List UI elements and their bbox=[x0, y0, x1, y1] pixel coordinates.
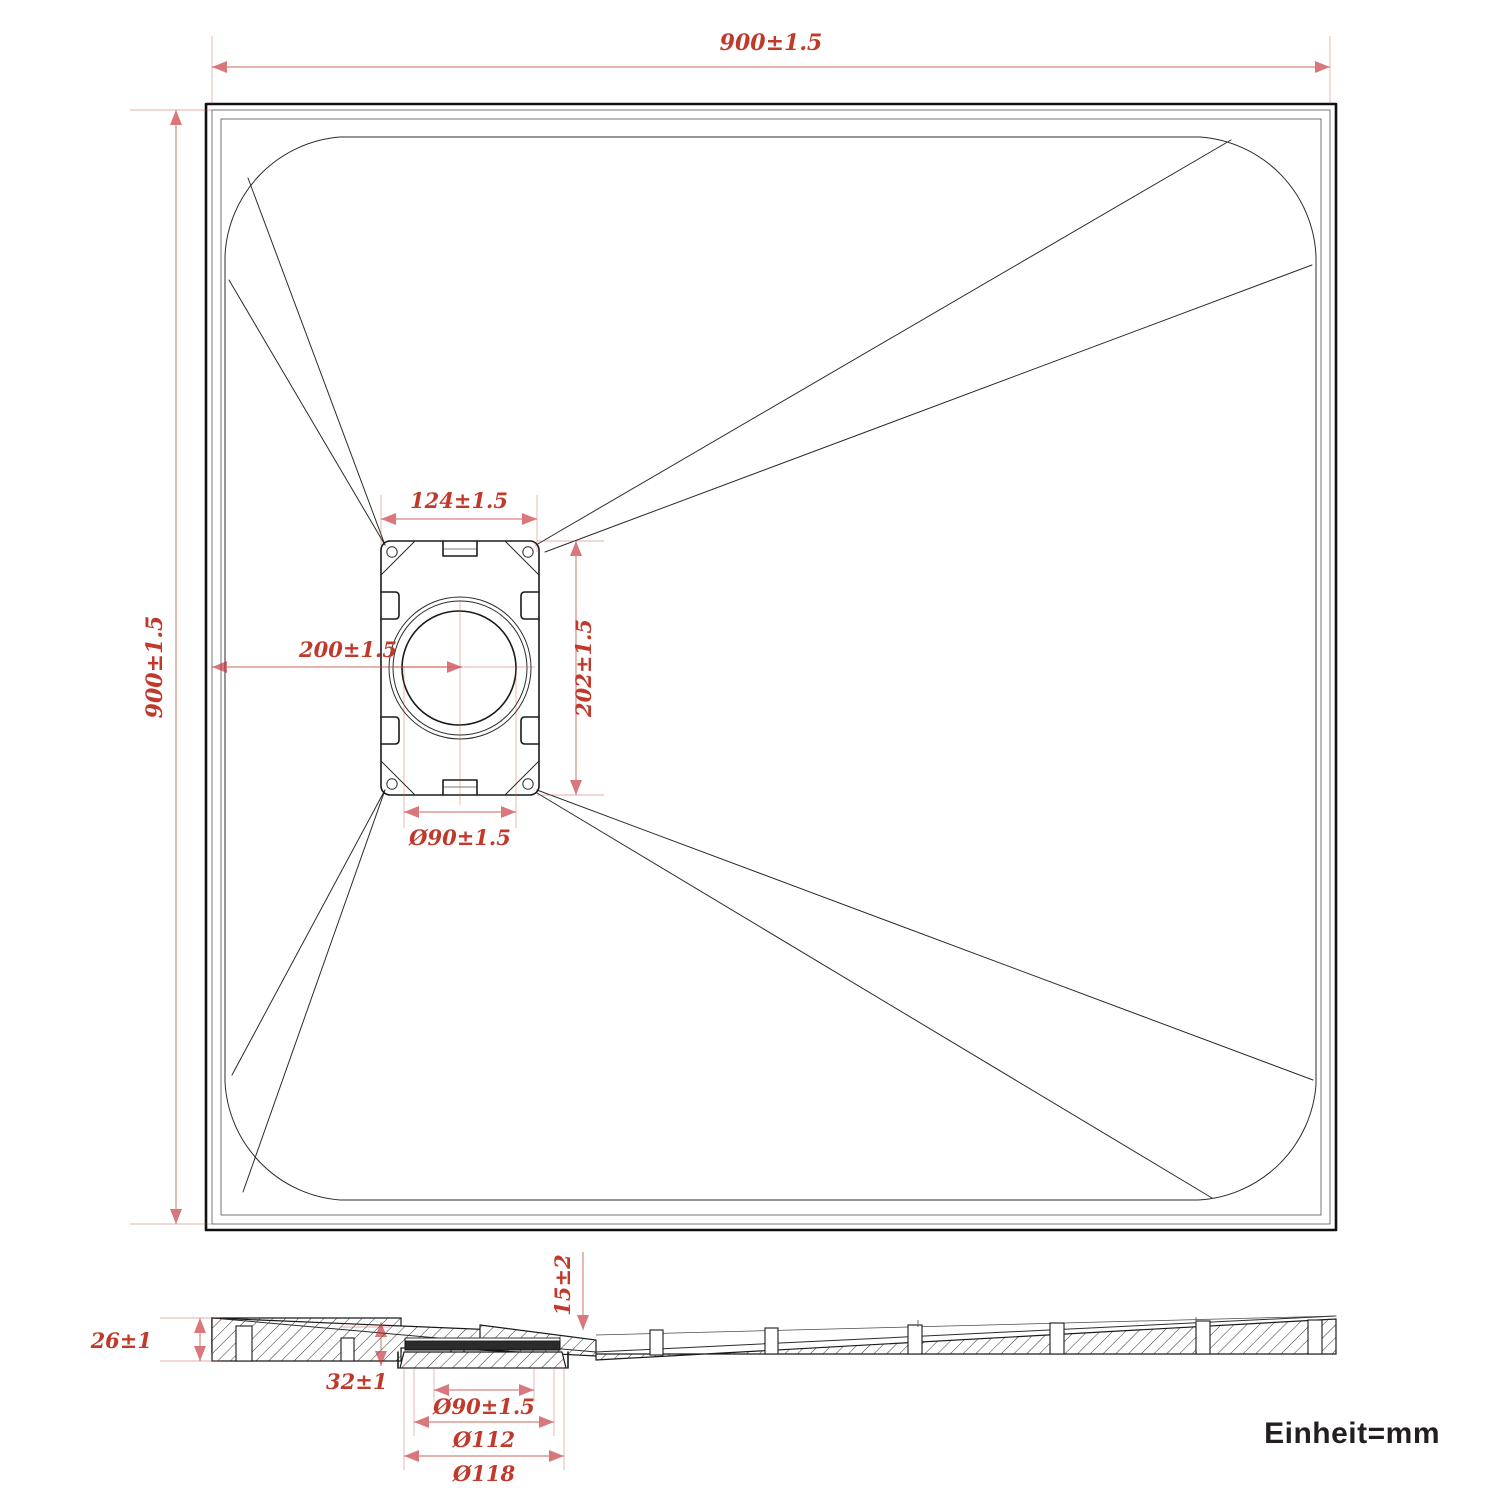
dim-label-drain-frame-height: 202±1.5 bbox=[571, 619, 596, 718]
dim-label-width-top: 900±1.5 bbox=[720, 30, 823, 56]
dim-bore-diameter-section: Ø90±1.5 bbox=[432, 1368, 535, 1419]
dim-label-flange-diameter: Ø118 bbox=[452, 1461, 516, 1486]
drain-frame-screw-holes bbox=[386, 546, 534, 790]
dim-drain-recess-depth: 15±2 bbox=[550, 1252, 589, 1330]
dim-edge-thickness: 26±1 bbox=[90, 1317, 220, 1362]
dim-drain-offset-left: 200±1.5 bbox=[212, 637, 462, 673]
section-drain-flange bbox=[399, 1351, 567, 1369]
section-drain-assembly bbox=[397, 1337, 569, 1369]
dim-label-drain-bore-plan: Ø90±1.5 bbox=[408, 825, 511, 850]
tray-basin-outline bbox=[224, 136, 1317, 1201]
section-rib-ticks bbox=[917, 1317, 1197, 1327]
dim-drain-bore-plan: Ø90±1.5 bbox=[403, 667, 517, 850]
drain-frame-center-tabs bbox=[442, 540, 478, 796]
dim-label-bore-diameter-section: Ø90±1.5 bbox=[432, 1394, 535, 1419]
dim-seal-diameter: Ø112 bbox=[413, 1368, 555, 1452]
section-slope-line-right bbox=[595, 1315, 1337, 1353]
unit-label: Einheit=mm bbox=[1264, 1417, 1440, 1450]
dim-label-seal-diameter: Ø112 bbox=[452, 1427, 515, 1452]
dim-width-top: 900±1.5 bbox=[211, 30, 1331, 104]
section-ribs-right bbox=[649, 1319, 1323, 1356]
drain-centre-marks bbox=[395, 600, 535, 805]
dim-flange-diameter: Ø118 bbox=[403, 1368, 565, 1486]
drain-frame-corner-chamfers bbox=[380, 540, 540, 796]
dim-label-drain-frame-width: 124±1.5 bbox=[410, 488, 508, 513]
dim-drain-zone-thickness: 32±1 bbox=[326, 1322, 390, 1394]
drain-frame-side-tabs bbox=[380, 591, 540, 745]
tray-slope-fold-lines bbox=[228, 139, 1314, 1199]
dim-drain-frame-width: 124±1.5 bbox=[380, 488, 538, 552]
dim-label-height-left: 900±1.5 bbox=[142, 616, 168, 719]
section-drain-cover bbox=[404, 1339, 561, 1351]
dim-label-drain-recess-depth: 15±2 bbox=[550, 1254, 575, 1315]
section-view-group: 26±1 32±1 15±2 Ø90±1.5 bbox=[90, 1252, 1337, 1486]
dim-label-drain-zone-thickness: 32±1 bbox=[326, 1369, 387, 1394]
dim-label-edge-thickness: 26±1 bbox=[90, 1328, 152, 1353]
section-body-right bbox=[595, 1318, 1337, 1361]
dim-label-drain-offset-left: 200±1.5 bbox=[298, 637, 397, 662]
dim-height-left: 900±1.5 bbox=[130, 109, 212, 1225]
plan-view-group: 900±1.5 900±1.5 124±1.5 202±1 bbox=[130, 30, 1338, 1232]
section-top-ref-right bbox=[595, 1315, 1337, 1336]
dim-drain-frame-height: 202±1.5 bbox=[537, 540, 604, 796]
